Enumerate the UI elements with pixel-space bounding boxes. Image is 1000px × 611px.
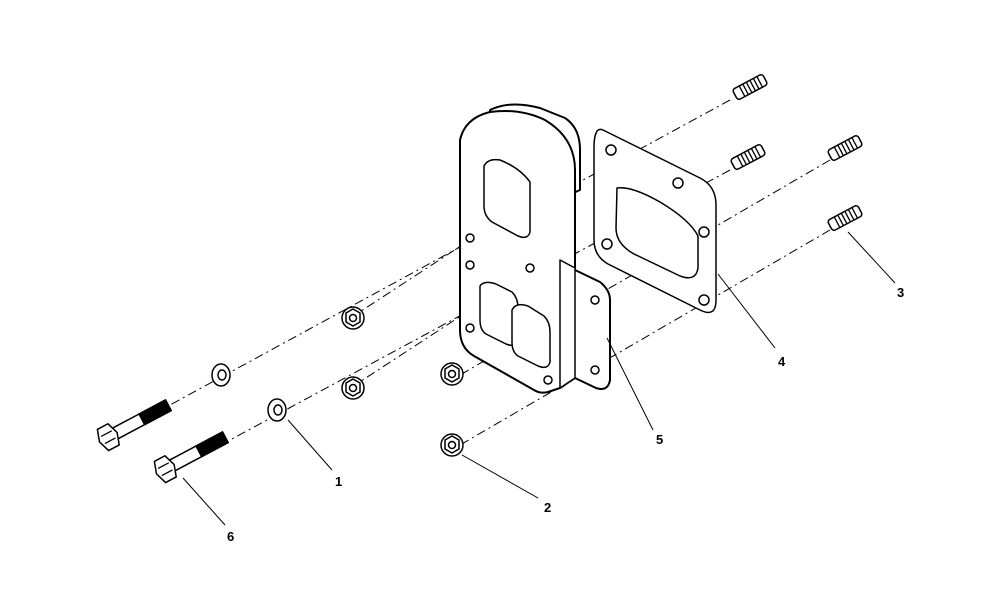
leader-6 [182,477,226,526]
stud [827,205,863,231]
callout-1: 1 [335,474,342,489]
leader-lines [182,231,896,526]
callout-3: 3 [897,285,904,300]
callout-4: 4 [778,354,786,369]
leader-1 [287,419,333,471]
washer [211,363,231,387]
leader-3 [847,231,896,284]
stud [827,135,863,161]
hex-bolt [153,431,229,484]
callout-6: 6 [227,529,234,544]
flange-nut [341,306,365,330]
flange-nuts [341,306,464,457]
flange-nut [440,433,464,457]
leader-4 [717,273,776,349]
washers [211,363,287,422]
callouts: 1 2 3 4 5 6 [227,285,904,544]
stud [732,74,768,100]
hex-bolt [96,399,172,452]
flange-nut [440,362,464,386]
leader-2 [461,454,539,499]
leader-5 [606,337,654,431]
gasket [593,128,717,314]
studs [730,74,863,231]
flange-nut [341,376,365,400]
callout-2: 2 [544,500,551,515]
washer [267,398,287,422]
stud [730,144,766,170]
callout-5: 5 [656,432,663,447]
adapter-plate [459,103,611,394]
hex-bolts [96,399,229,484]
